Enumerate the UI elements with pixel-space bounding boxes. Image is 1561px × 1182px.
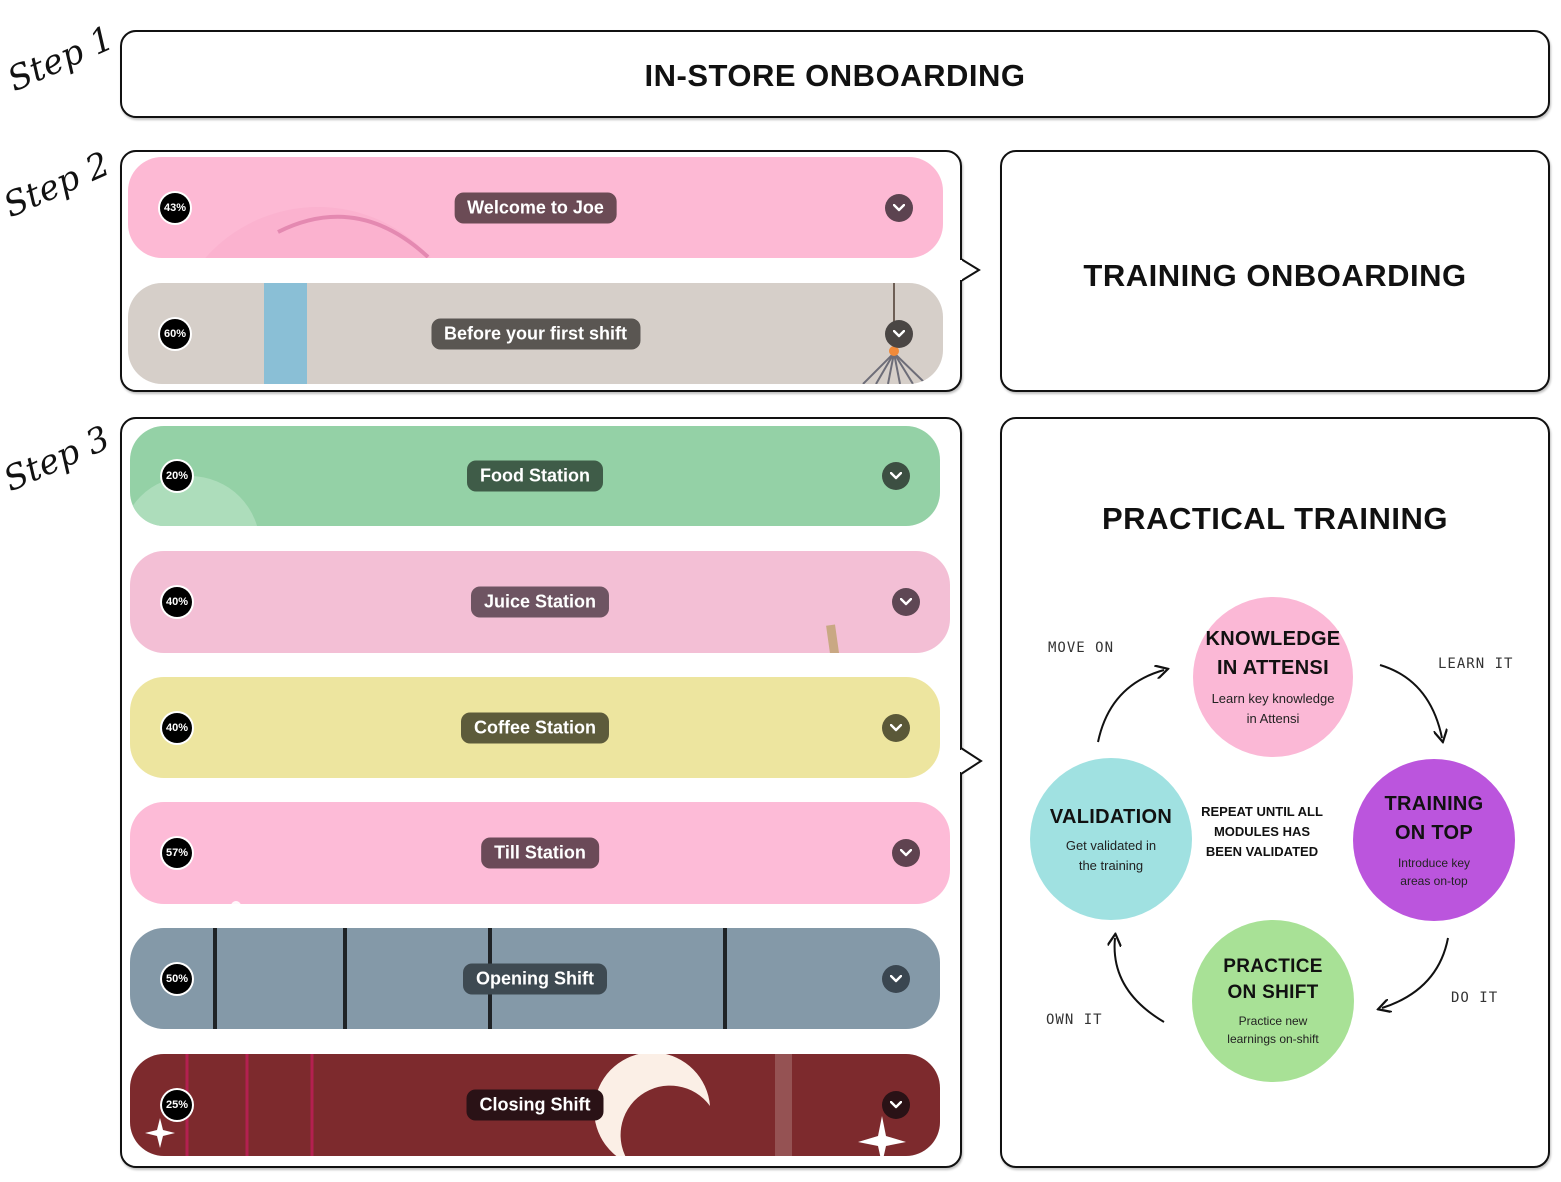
in-store-onboarding-box: IN-STORE ONBOARDING [120, 30, 1550, 118]
cycle-center-text: REPEAT UNTIL ALL MODULES HAS BEEN VALIDA… [1201, 804, 1323, 859]
chevron-down-icon[interactable] [882, 1091, 910, 1119]
progress-badge: 60% [160, 318, 190, 349]
module-label: Welcome to Joe [454, 192, 617, 223]
decorative-illustration [264, 283, 927, 384]
module-label: Juice Station [470, 586, 610, 618]
practical-training-modules-group [120, 417, 962, 1168]
chevron-down-icon[interactable] [882, 964, 910, 993]
group-bracket-notch [955, 258, 981, 282]
node-title: IN ATTENSI [1217, 657, 1329, 679]
module-card-food-station[interactable]: 20% Food Station [130, 426, 940, 526]
progress-badge: 20% [162, 461, 192, 491]
module-label: Opening Shift [463, 963, 607, 994]
decorative-illustration [130, 476, 258, 526]
chevron-down-icon[interactable] [892, 588, 920, 616]
progress-badge: 57% [162, 838, 192, 868]
chevron-down-icon[interactable] [882, 462, 910, 490]
decorative-arc [205, 207, 431, 258]
node-title: PRACTICE [1223, 956, 1323, 977]
module-label: Before your first shift [430, 318, 641, 349]
module-card-till-station[interactable]: 57% Till Station [130, 802, 950, 904]
node-title: TRAINING [1384, 793, 1484, 815]
progress-badge: 43% [160, 192, 190, 223]
step-2-label: Step 2 [0, 144, 116, 226]
training-onboarding-box: TRAINING ONBOARDING [1000, 150, 1550, 392]
training-onboarding-title: TRAINING ONBOARDING [1083, 258, 1467, 293]
practical-training-title: PRACTICAL TRAINING [1102, 501, 1448, 536]
chevron-down-icon[interactable] [882, 713, 910, 742]
cycle-arrows [1097, 664, 1449, 1023]
module-label: Till Station [481, 837, 599, 869]
in-store-onboarding-title: IN-STORE ONBOARDING [644, 58, 1026, 93]
arrow-label-move-on: MOVE ON [1048, 640, 1115, 656]
step-1-label: Step 1 [1, 18, 120, 100]
module-label: Closing Shift [466, 1089, 604, 1121]
module-label: Coffee Station [460, 712, 610, 743]
node-title: VALIDATION [1049, 805, 1173, 828]
group-bracket-notch [955, 747, 983, 775]
module-card-juice-station[interactable]: 40% Juice Station [130, 551, 950, 653]
module-card-opening-shift[interactable]: 50% Opening Shift [130, 928, 940, 1029]
arrow-label-learn-it: LEARN IT [1438, 656, 1514, 672]
module-card-coffee-station[interactable]: 40% Coffee Station [130, 677, 940, 778]
node-title: ON SHIFT [1227, 982, 1319, 1003]
node-title: ON TOP [1394, 822, 1474, 844]
progress-badge: 50% [162, 963, 192, 994]
progress-badge: 40% [162, 712, 192, 743]
module-card-closing-shift[interactable]: 25% Closing Shift [130, 1054, 940, 1156]
step-3-label: Step 3 [0, 418, 116, 500]
progress-badge: 40% [162, 587, 192, 617]
decorative-illustration [826, 624, 840, 653]
progress-badge: 25% [162, 1090, 192, 1120]
module-card-welcome[interactable]: 43% Welcome to Joe [128, 157, 943, 258]
module-label: Food Station [467, 460, 603, 492]
chevron-down-icon[interactable] [885, 319, 913, 348]
decorative-illustration [231, 901, 241, 904]
module-card-before-first-shift[interactable]: 60% Before your first shift [128, 283, 943, 384]
chevron-down-icon[interactable] [892, 839, 920, 867]
arrow-label-own-it: OWN IT [1046, 1012, 1103, 1028]
node-title: KNOWLEDGE [1205, 628, 1341, 650]
chevron-down-icon[interactable] [885, 193, 913, 222]
cycle-node-knowledge: KNOWLEDGE IN ATTENSI Learn key knowledge… [1193, 597, 1353, 757]
arrow-label-do-it: DO IT [1451, 990, 1499, 1006]
